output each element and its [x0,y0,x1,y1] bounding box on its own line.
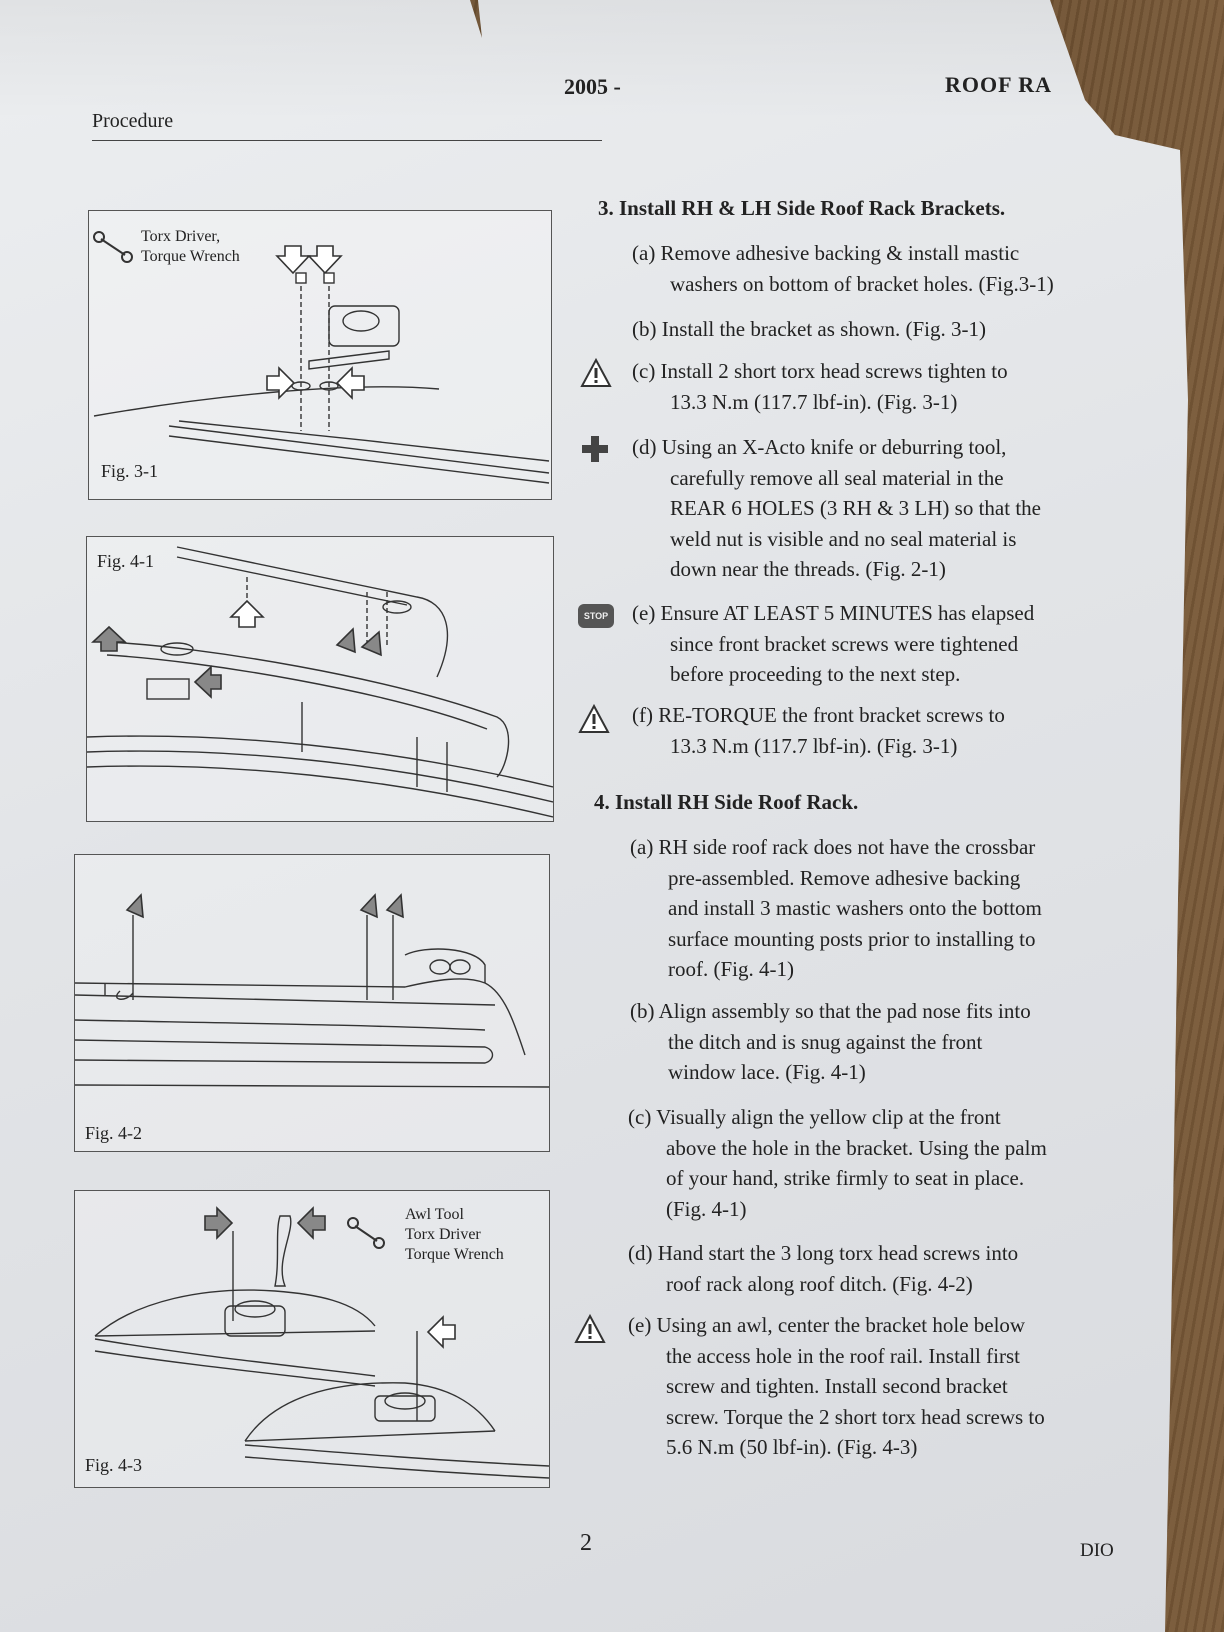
screw-icon [295,272,335,284]
figure-4-3-drawing [94,1206,549,1479]
warning-icon [578,704,610,733]
tool-torque-wrench: Torque Wrench [141,248,240,265]
step-4-title: 4. Install RH Side Roof Rack. [594,790,859,814]
warning-icon [574,1314,606,1343]
figure-4-1-label: Fig. 4-1 [97,551,155,571]
step-3f: (f) RE-TORQUE the front bracket screws t… [632,703,1005,758]
figure-4-2-label: Fig. 4-2 [85,1123,143,1143]
page-number: 2 [580,1530,592,1556]
arrow-icon [266,245,365,400]
figure-3-1-label: Fig. 3-1 [101,461,159,481]
step-4b: (b) Align assembly so that the pad nose … [630,999,1031,1084]
arrow-icon [125,893,404,919]
footer-brand: DIO [1080,1540,1114,1561]
figure-4-3: Awl Tool Torx Driver Torque Wrench Fig. … [74,1190,550,1488]
stop-icon: STOP [578,604,614,628]
header-year: 2005 - [564,74,621,99]
step-3d: (d) Using an X-Acto knife or deburring t… [632,435,1041,581]
step-4d: (d) Hand start the 3 long torx head scre… [628,1241,1019,1296]
tool-torx-driver: Torx Driver [405,1226,481,1243]
warning-icon [580,358,612,387]
figure-4-2: Fig. 4-2 [74,854,550,1152]
tool-torx-driver: Torx Driver, [141,228,221,245]
figure-4-3-label: Fig. 4-3 [85,1455,143,1475]
step-3a: (a) Remove adhesive backing & install ma… [632,241,1054,296]
step-4a: (a) RH side roof rack does not have the … [630,835,1042,981]
step-3-title: 3. Install RH & LH Side Roof Rack Bracke… [598,196,1006,220]
figure-4-1-drawing [87,546,553,818]
step-3b: (b) Install the bracket as shown. (Fig. … [632,317,986,341]
wrench-icon [93,231,133,263]
figure-3-1-drawing [93,231,550,484]
section-title: Procedure [92,110,174,132]
figure-4-1: Fig. 4-1 [86,536,554,822]
figure-4-3-tools: Awl Tool Torx Driver Torque Wrench [405,1205,504,1265]
step-4e: (e) Using an awl, center the bracket hol… [628,1313,1045,1459]
arrow-icon [204,1206,456,1349]
plus-icon [582,436,608,462]
figure-3-1-tools: Torx Driver, Torque Wrench [141,227,240,267]
tool-awl: Awl Tool [405,1206,464,1223]
section-rule [92,140,602,141]
figure-4-2-drawing [75,893,549,1088]
figure-3-1: Torx Driver, Torque Wrench Fig. 3-1 [88,210,552,500]
wrench-icon [347,1217,385,1249]
step-3c: (c) Install 2 short torx head screws tig… [632,359,1008,414]
step-4c: (c) Visually align the yellow clip at th… [628,1105,1047,1221]
arrow-icon [90,599,382,699]
step-3e: (e) Ensure AT LEAST 5 MINUTES has elapse… [632,601,1035,686]
header-title: ROOF RA [945,72,1053,97]
tool-torque-wrench: Torque Wrench [405,1246,504,1263]
